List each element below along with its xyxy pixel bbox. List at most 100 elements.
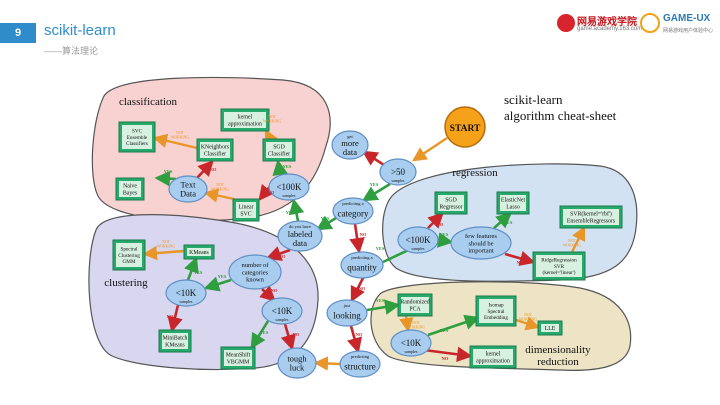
slide-title: scikit-learn	[44, 22, 116, 39]
edge-clu-lt10k-kmeans-label: YES	[194, 270, 203, 275]
edge-cls-lt100k-sgd-label: YES	[283, 164, 292, 169]
edge-cls-lt100k-sgd	[272, 159, 288, 177]
edge-known-clu-lt10k-b-label: NO	[271, 288, 278, 293]
lle-box: LLE	[537, 320, 563, 336]
ridge-regression-svr-box-label-0: RidgeRegression	[541, 258, 577, 264]
edge-textdata-kneighbors-label: NO	[210, 167, 217, 172]
edge-structure-tough-luck	[313, 356, 341, 371]
clustering-lt10k-node-post: samples	[180, 299, 193, 304]
edge-looking-randomized-pca	[366, 299, 401, 315]
logo1-name: 网易游戏学院	[577, 17, 637, 28]
edge-pca-dim-lt10k-label-0: NOT	[412, 321, 420, 325]
labeled-data-node-label-1: data	[293, 238, 307, 248]
spectral-clustering-gmm-box-label-1: Clustering	[118, 253, 140, 259]
dimensionality-lt10k-node-label-0: <10K	[401, 338, 422, 348]
few-features-important-node-label-0: few features	[465, 233, 497, 240]
minibatch-kmeans-box-label-1: KMeans	[165, 343, 185, 349]
edge-category-quantity	[349, 223, 365, 254]
isomap-spectral-embedding-box-label-2: Embedding	[484, 315, 508, 321]
minibatch-kmeans-box-label-0: MiniBatch	[163, 336, 188, 342]
edge-reg-lt100k-sgd-regressor-label: NO	[437, 222, 444, 227]
edge-known-clu-lt10k-label: YES	[218, 274, 227, 279]
edge-reg-lt100k-few-features-label: YES	[440, 232, 449, 237]
edge-ridge-svr-ensemble-label-0: NOT	[568, 239, 576, 243]
logo2-tagline: 网易游戏用户体验中心	[663, 28, 714, 34]
meanshift-vbgmm-box-label-1: VBGMM	[227, 360, 250, 366]
clustering-lt10k-b-node-label-0: <10K	[272, 306, 293, 316]
just-looking-node-label-0: looking	[333, 311, 361, 321]
few-features-important-node-label-2: important	[468, 247, 493, 254]
edge-looking-structure	[346, 325, 363, 354]
svr-ensemble-regressors-box-label-0: SVR(kernel='rbf')	[570, 211, 612, 218]
just-looking-node-pre: just	[343, 303, 351, 308]
edge-start-gt50	[412, 137, 448, 162]
edge-reg-lt100k-sgd-regressor	[427, 212, 444, 229]
cheat-sheet-title-line1: scikit-learn	[504, 92, 563, 107]
edge-kmeans-spectral-label-1: WORKING	[157, 245, 176, 249]
edge-textdata-kneighbors	[196, 160, 214, 179]
edge-linearsvc-textdata-label-1: WORKING	[211, 188, 230, 192]
svc-ensemble-classifiers-box-label-2: Classifiers	[126, 140, 148, 147]
netease-logo-icon	[557, 14, 575, 32]
edge-textdata-naivebayes	[154, 170, 177, 187]
naive-bayes-box-label-1: Bayes	[123, 191, 138, 197]
edge-isomap-lle	[515, 316, 541, 331]
edge-dim-lt10k-kernel-approx-label: NO	[442, 356, 449, 361]
regression-title: regression	[452, 167, 498, 179]
netease-academy-logo: 网易游戏学院 game.academy.163.com	[557, 12, 642, 36]
predicting-structure-node-pre: predicting	[351, 354, 370, 359]
dimensionality-title-line1: dimensionality	[525, 344, 591, 356]
sgd-classifier-box-label-1: Classifier	[268, 151, 290, 158]
predicting-structure-node-label-0: structure	[344, 362, 376, 372]
classification-lt100k-node-label-0: <100K	[276, 182, 302, 192]
few-features-important-node-label-1: should be	[468, 240, 493, 247]
classification-lt100k-node-post: samples	[283, 193, 296, 198]
logo1-url: game.academy.163.com	[577, 26, 643, 32]
predicting-category-node-pre: predicting a	[342, 201, 363, 206]
svr-ensemble-regressors-box-label-1: EnsembleRegressors	[567, 219, 616, 225]
edge-labeled-cls-lt100k-label: YES	[286, 210, 295, 215]
lle-box-label-0: LLE	[545, 326, 556, 332]
edge-clu-lt10k-b-meanshift-label: YES	[260, 330, 269, 335]
edge-pca-dim-lt10k	[399, 315, 414, 333]
sgd-regressor-box-label-1: Regressor	[439, 205, 462, 211]
elasticnet-lasso-box-label-0: ElasticNet	[501, 198, 526, 204]
meanshift-vbgmm-box-label-0: MeanShift	[226, 352, 251, 359]
clustering-lt10k-node-label-0: <10K	[176, 288, 197, 298]
edge-gt50-category-label: YES	[370, 182, 379, 187]
text-data-node-label-0: Text	[181, 179, 197, 189]
edge-reg-lt100k-few-features	[436, 232, 454, 248]
kneighbors-classifier-box-label-1: Classifier	[204, 151, 226, 158]
elasticnet-lasso-box-label-1: Lasso	[506, 205, 520, 211]
edge-labeled-clustering	[265, 246, 291, 261]
edge-few-features-ridge-label: NO	[517, 260, 524, 265]
kmeans-box: KMeans	[183, 244, 215, 260]
naive-bayes-box-label-0: Naive	[123, 184, 137, 190]
game-ux-logo-icon	[640, 13, 660, 33]
edge-kneighbors-svc-ensemble	[152, 133, 198, 150]
edge-few-features-elasticnet	[493, 212, 512, 229]
regression-lt100k-node-label-0: <100K	[405, 235, 431, 245]
kernel-approximation-dimensionality-box-label-0: kernel	[486, 352, 501, 358]
edge-kmeans-spectral-label-0: NOT	[162, 240, 170, 244]
edge-kneighbors-svc-ensemble-label-0: NOT	[176, 131, 184, 135]
edge-gt50-category	[361, 182, 391, 202]
number-of-categories-known-node-label-0: number of	[242, 262, 270, 269]
edge-sgd-kernel-approx-label-1: WORKING	[263, 120, 282, 124]
